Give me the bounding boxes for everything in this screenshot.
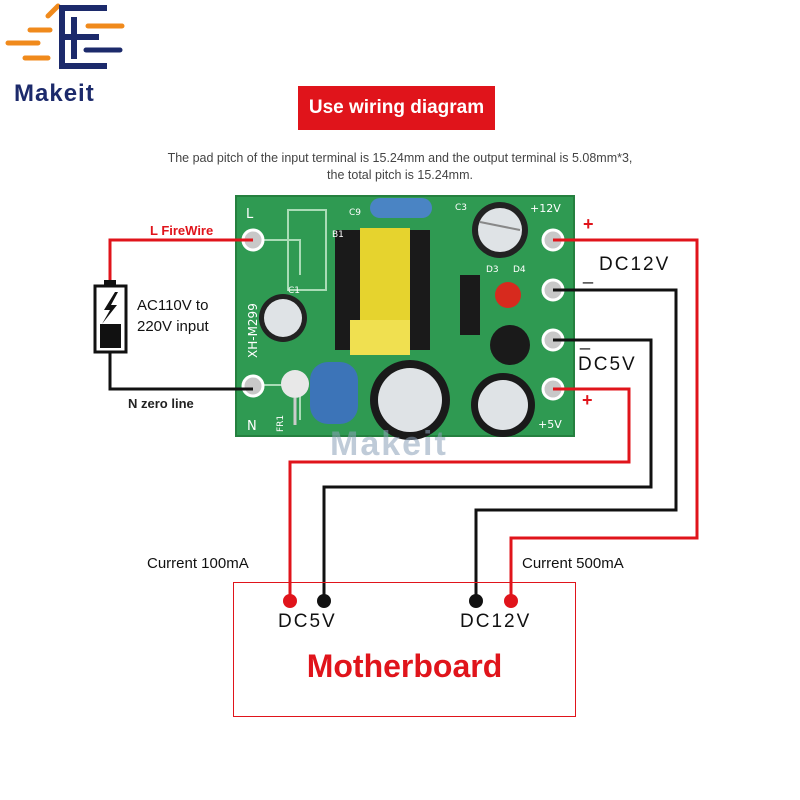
transformer xyxy=(335,228,430,355)
output-5v-minus-sign: _ xyxy=(580,330,591,350)
pcb-label-c9: C9 xyxy=(349,208,361,218)
led-d4 xyxy=(495,282,521,308)
wire-12v-negative xyxy=(474,288,678,601)
pcb-label-fr1: FR1 xyxy=(276,415,286,432)
pcb-label-c1: C1 xyxy=(288,286,300,296)
capacitor-c3 xyxy=(472,202,528,258)
current-5v-label: Current 100mA xyxy=(147,555,249,572)
pcb-model-label: XH-M299 xyxy=(246,303,260,358)
watermark: Makeit xyxy=(330,425,448,463)
pcb-label-b1: B1 xyxy=(332,230,344,240)
pcb-label-d4: D4 xyxy=(513,265,526,275)
blue-capacitor-c9 xyxy=(370,198,432,218)
mb-12v-negative-dot xyxy=(469,594,483,608)
capacitor-c1 xyxy=(259,294,307,342)
current-12v-label: Current 500mA xyxy=(522,555,624,572)
ac-source-battery-icon xyxy=(93,280,128,354)
ac-input-line-2: 220V input xyxy=(137,318,209,335)
mb-5v-negative-dot xyxy=(317,594,331,608)
pcb-label-l: L xyxy=(246,207,254,222)
pcb-label-n: N xyxy=(247,419,257,434)
output-12v-plus-sign: + xyxy=(583,214,594,234)
capacitor-main xyxy=(370,360,450,440)
makeit-logo-icon xyxy=(5,3,125,69)
brand-name: Makeit xyxy=(14,80,95,107)
description-line-1: The pad pitch of the input terminal is 1… xyxy=(167,151,633,165)
mb-12v-positive-dot xyxy=(504,594,518,608)
blue-x-capacitor xyxy=(310,362,358,424)
wire-12v-positive xyxy=(509,238,699,601)
n-neutral-wire xyxy=(108,352,253,391)
output-dc12v-label: DC12V xyxy=(599,254,671,275)
pcb-label-12v: +12V xyxy=(530,202,561,215)
ac-input-line-1: AC110V to xyxy=(137,297,209,314)
diagram-title: Use wiring diagram xyxy=(298,86,495,130)
output-dc5v-label: DC5V xyxy=(578,354,637,375)
pcb-label-c3: C3 xyxy=(455,203,467,213)
wire-5v-positive xyxy=(288,387,631,601)
regulator xyxy=(490,325,530,365)
fuse-fr1 xyxy=(281,370,309,425)
output-12v-minus-sign: _ xyxy=(583,264,594,284)
l-firewire-label: L FireWire xyxy=(150,223,214,238)
motherboard-title: Motherboard xyxy=(306,648,503,684)
mb-dc12v-label: DC12V xyxy=(460,611,532,632)
n-zero-line-label: N zero line xyxy=(128,396,194,411)
power-module-pcb: L N C9 C3 +12V +5V B1 C1 D3 D4 FR1 XH-M2… xyxy=(235,195,575,440)
capacitor-5v xyxy=(471,373,535,437)
mb-5v-positive-dot xyxy=(283,594,297,608)
wire-5v-negative xyxy=(322,338,653,601)
pcb-label-d3: D3 xyxy=(486,265,499,275)
ac-input-label: AC110V to 220V input xyxy=(137,295,209,337)
brand-logo xyxy=(0,0,130,80)
mb-dc5v-label: DC5V xyxy=(278,611,337,632)
pcb-label-5v: +5V xyxy=(538,418,562,431)
output-5v-plus-sign: + xyxy=(582,390,593,410)
description-line-2: the total pitch is 15.24mm. xyxy=(327,168,473,182)
motherboard-box xyxy=(233,582,576,717)
l-live-wire xyxy=(108,238,253,285)
pitch-description: The pad pitch of the input terminal is 1… xyxy=(100,150,700,184)
diode-d3 xyxy=(460,275,480,335)
